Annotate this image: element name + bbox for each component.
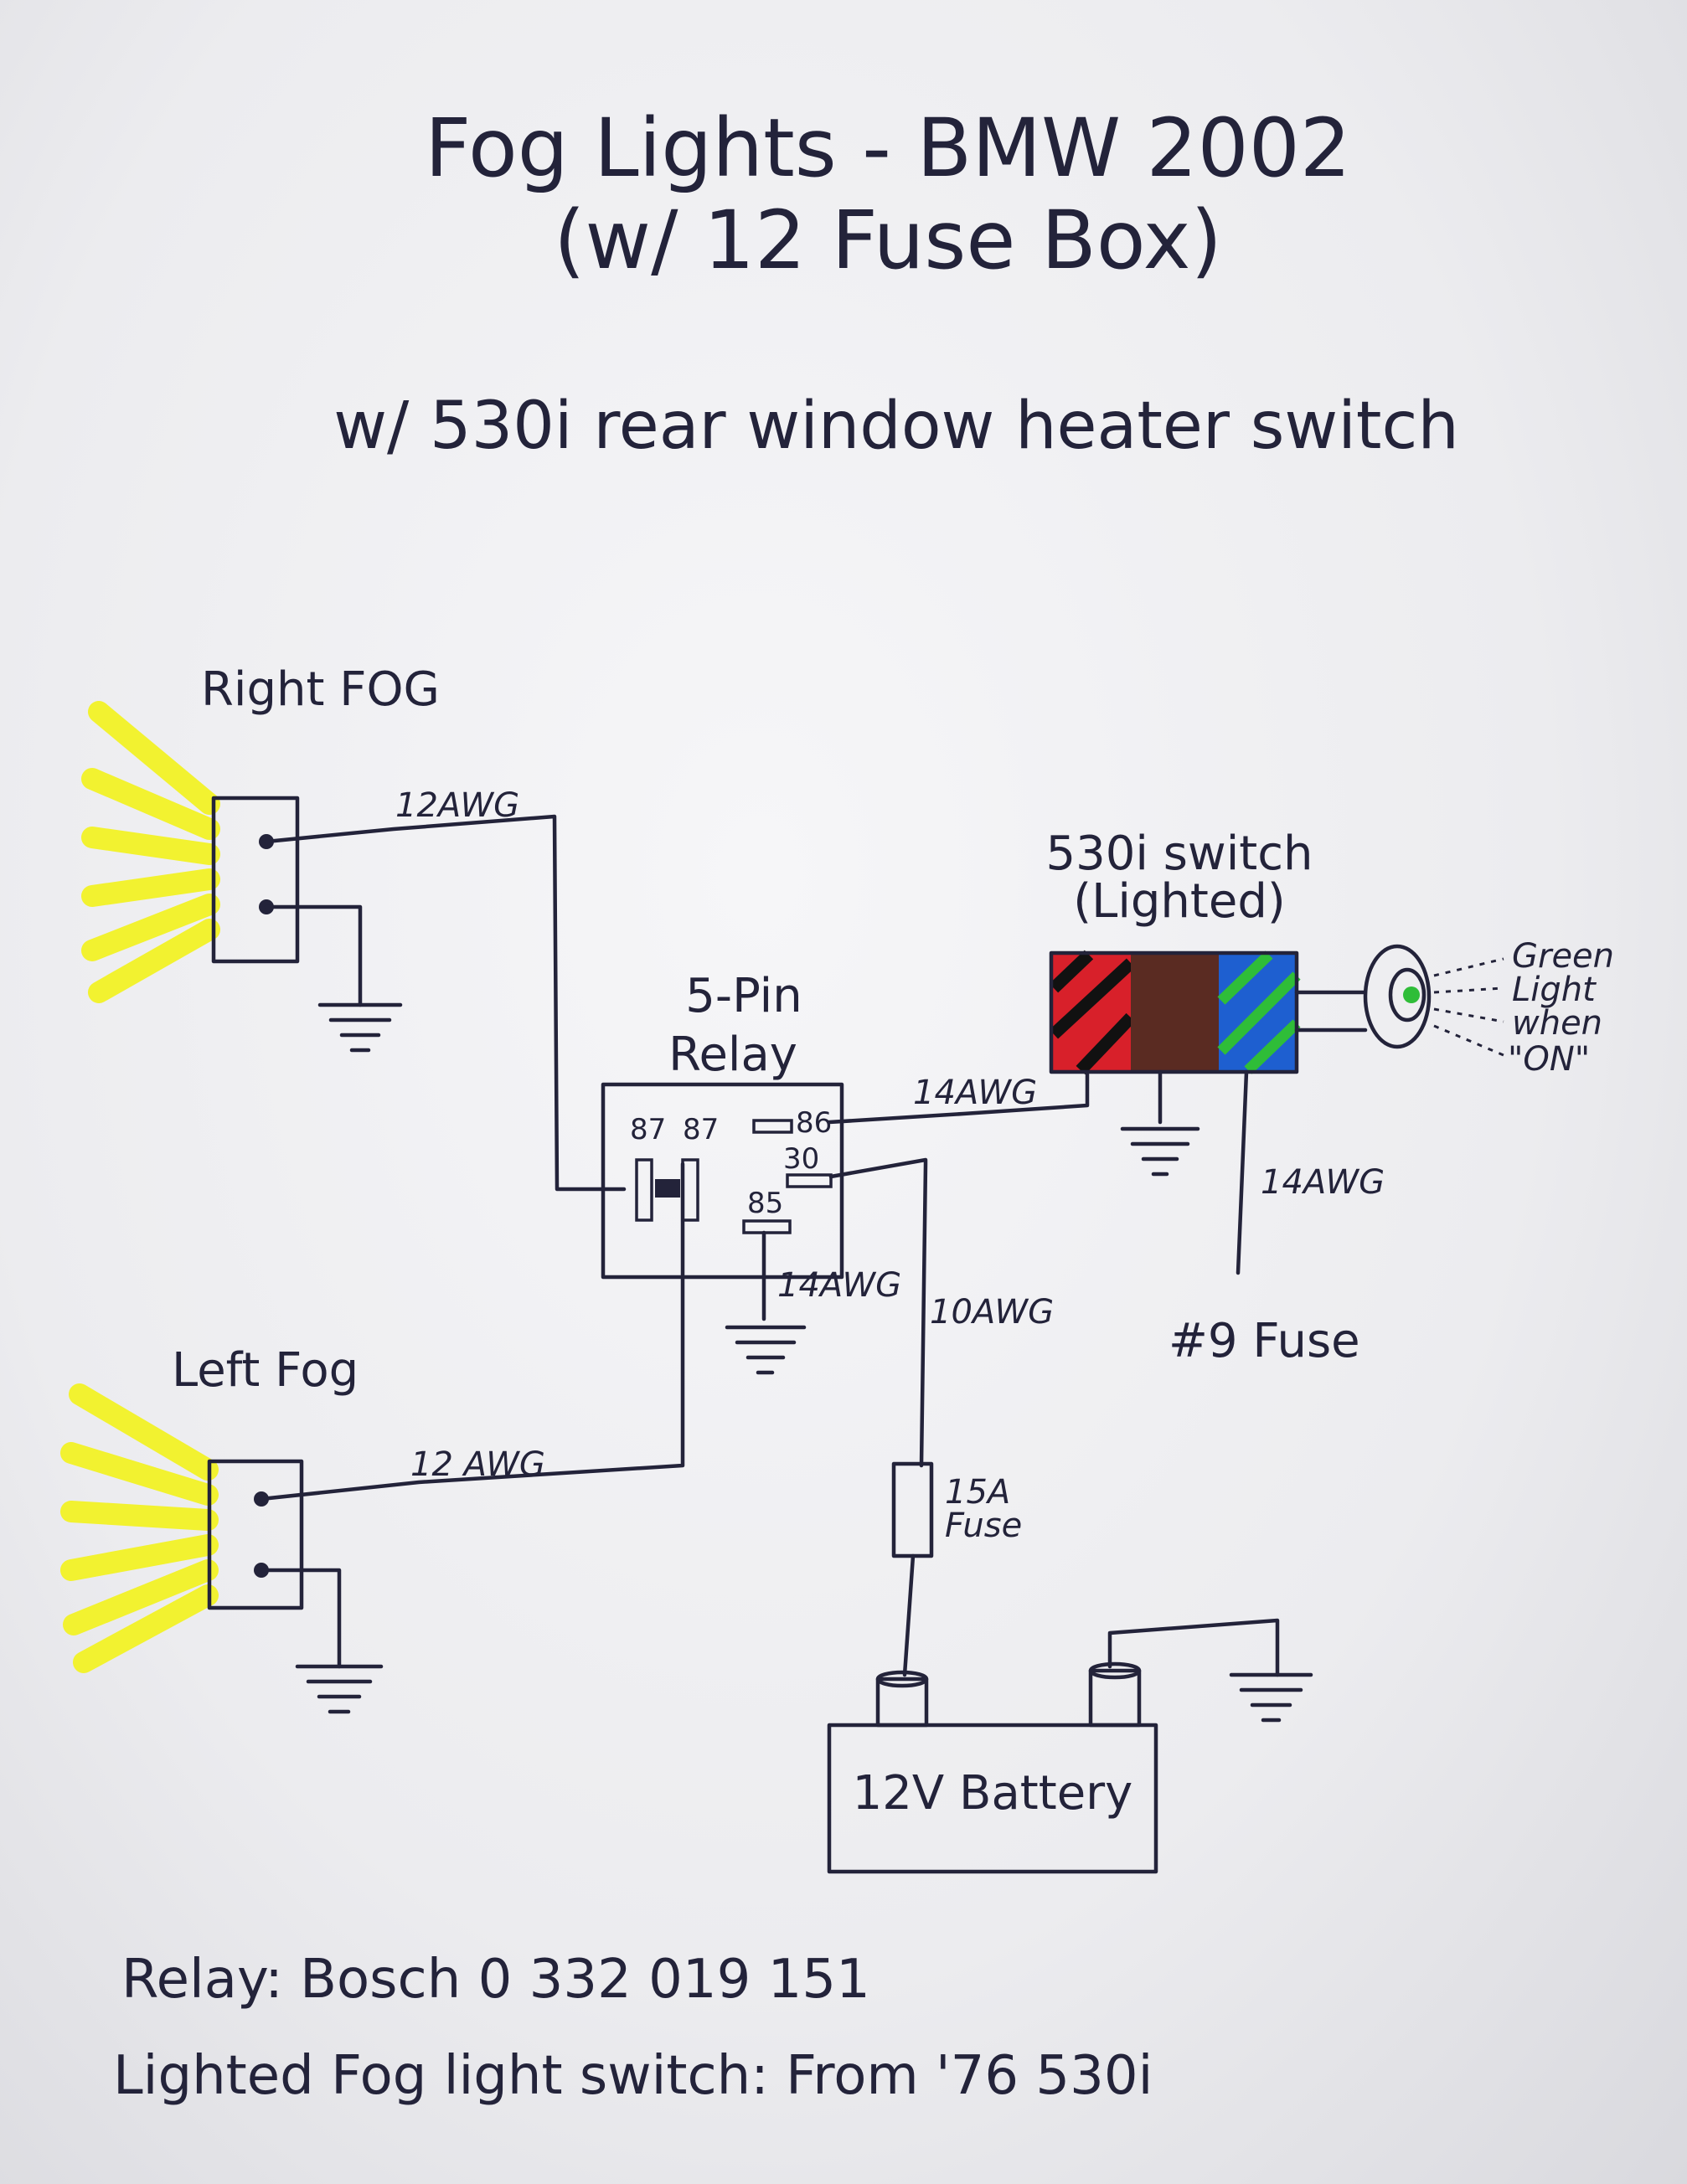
right-fog-wire: [264, 814, 627, 1192]
title-line1: Fog Lights - BMW 2002: [425, 101, 1351, 195]
battery-to-relay-wire: [828, 1157, 928, 1468]
relay-pin-87a: [635, 1158, 653, 1222]
switch-ground-icon: [1120, 1126, 1200, 1177]
green-light-note-line4: "ON": [1508, 1040, 1590, 1079]
relay-pin-85: [742, 1219, 792, 1234]
relay-pin-85-label: 85: [747, 1187, 783, 1220]
lamp-lens: [1388, 967, 1426, 1022]
battery-ground-icon: [1229, 1672, 1313, 1723]
relay-pin-30: [786, 1173, 833, 1188]
fuse-to-battery-wire: [902, 1553, 916, 1677]
switch-to-fuse-wire-label: 14AWG: [1261, 1163, 1385, 1202]
title-line3: w/ 530i rear window heater switch: [333, 389, 1459, 464]
switch-source-note: Lighted Fog light switch: From '76 530i: [113, 2045, 1153, 2107]
relay-body: [601, 1082, 844, 1280]
right-fog-beam: [81, 701, 220, 1003]
lamp-glow-lines: [1433, 957, 1504, 1057]
battery: [827, 1661, 1158, 1874]
battery-positive-post-top: [875, 1670, 929, 1688]
switch-label-line2: (Lighted): [1073, 874, 1285, 929]
left-fog-beam: [60, 1383, 219, 1673]
left-fog-light: [60, 1383, 304, 1673]
right-fog-housing: [211, 796, 300, 964]
battery-positive-post: [875, 1677, 929, 1728]
relay-pin-87a-label: 87: [630, 1113, 666, 1146]
relay-pin-86: [752, 1119, 793, 1134]
green-light-note-line3: when: [1512, 1004, 1602, 1043]
relay-pin-30-label: 30: [783, 1142, 819, 1176]
right-fog-light: [81, 701, 300, 1003]
battery-body: [827, 1723, 1158, 1874]
relay-pin-86-label: 86: [796, 1106, 832, 1140]
lamp-housing: [1363, 944, 1432, 1049]
left-fog-wire: [259, 1162, 685, 1502]
fuse-15a-label-line2: Fuse: [945, 1507, 1022, 1545]
lamp-green-light: [1403, 986, 1420, 1003]
switch-530i: [1049, 950, 1301, 1075]
green-light-note-line2: Light: [1512, 971, 1597, 1009]
relay-pin-87b-label: 87: [683, 1113, 719, 1146]
green-light-note-line1: Green: [1512, 937, 1614, 976]
right-fog-ground-wire: [264, 904, 363, 1007]
switch-to-fuse-wire: [1236, 1069, 1249, 1275]
relay-part-note: Relay: Bosch 0 332 019 151: [121, 1949, 870, 2011]
relay-label-line2: Relay: [668, 1028, 797, 1082]
fuse-15a-label-line1: 15A: [945, 1473, 1010, 1512]
relay-to-switch-wire: [827, 1048, 1090, 1125]
relay-ground-wire-label: 14AWG: [777, 1266, 901, 1305]
relay-pin-bridge: [655, 1179, 680, 1198]
right-fog-label: Right FOG: [201, 662, 440, 717]
switch-label-line1: 530i switch: [1045, 827, 1313, 881]
relay-label-line1: 5-Pin: [685, 969, 802, 1023]
right-fog-wire-label: 12AWG: [395, 786, 519, 825]
switch-frame: [1049, 950, 1299, 1074]
green-indicator-lamp: [1363, 944, 1432, 1049]
right-fog-ground-icon: [317, 1002, 403, 1053]
fuse-9-label: #9 Fuse: [1169, 1314, 1360, 1368]
left-fog-ground-icon: [295, 1664, 384, 1714]
relay-ground-icon: [725, 1325, 807, 1375]
battery-ground-wire: [1107, 1618, 1280, 1677]
relay-to-switch-wire-label: 14AWG: [913, 1074, 1037, 1112]
left-fog-wire-label: 12 AWG: [410, 1445, 545, 1484]
left-fog-housing: [207, 1459, 304, 1610]
title-line2: (w/ 12 Fuse Box): [554, 193, 1222, 287]
left-fog-ground-wire: [259, 1568, 342, 1669]
battery-to-relay-wire-label: 10AWG: [930, 1293, 1054, 1332]
inline-fuse-15a: [891, 1461, 934, 1558]
battery-negative-post: [1088, 1668, 1142, 1728]
battery-label: 12V Battery: [853, 1766, 1133, 1821]
relay-pin-87b: [681, 1158, 699, 1222]
switch-brown-segment: [1131, 953, 1219, 1072]
battery-negative-post-top: [1088, 1661, 1142, 1680]
left-fog-label: Left Fog: [172, 1343, 359, 1398]
